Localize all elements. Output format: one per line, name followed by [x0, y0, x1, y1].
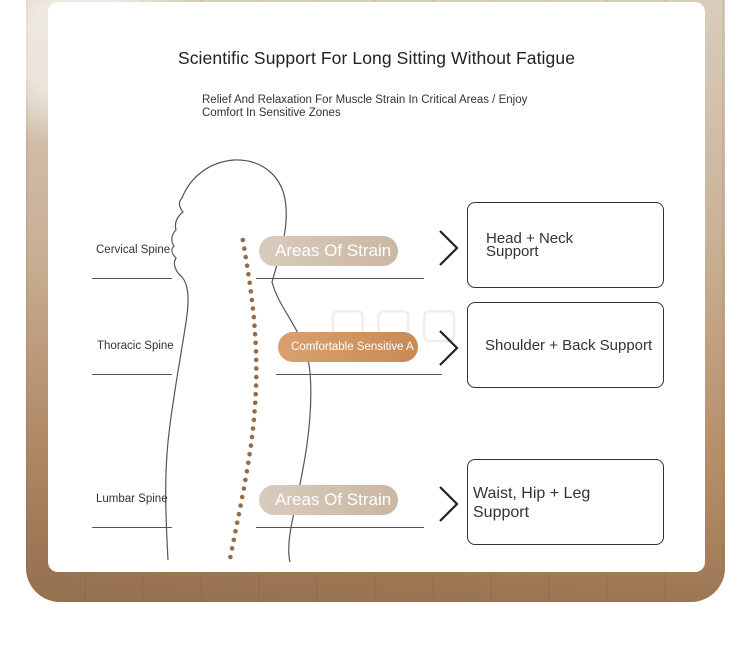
- cervical-spine-label: Cervical Spine: [96, 244, 171, 256]
- vertebra-dot: [244, 469, 250, 474]
- vertebra-dot: [246, 460, 251, 466]
- lumbar-spine-label: Lumbar Spine: [96, 493, 168, 505]
- page-title: Scientific Support For Long Sitting With…: [177, 48, 576, 68]
- vertebra-dot: [247, 280, 252, 286]
- chevron-right-icon: [439, 230, 459, 266]
- vertebra-dot: [233, 529, 238, 534]
- vertebra-dot: [242, 246, 247, 251]
- thoracic-underline: [92, 374, 172, 375]
- strain-tag-top: Areas Of Strain: [259, 236, 398, 266]
- vertebra-dot: [253, 349, 259, 354]
- vertebra-dot: [247, 451, 252, 457]
- page-subtitle: Relief And Relaxation For Muscle Strain …: [202, 94, 528, 119]
- lumbar-underline: [92, 527, 172, 528]
- vertebra-dot: [239, 494, 245, 500]
- vertebra-dot: [251, 314, 257, 320]
- shoulder-back-support-label: Shoulder + Back Support: [485, 337, 653, 354]
- vertebra-dot: [254, 366, 259, 371]
- vertebra-dot: [254, 374, 259, 380]
- vertebra-dot: [251, 417, 257, 423]
- vertebra-dot: [241, 486, 247, 491]
- vertebra-dot: [236, 511, 242, 517]
- vertebra-dot: [253, 391, 258, 397]
- thoracic-spine-label: Thoracic Spine: [97, 340, 174, 352]
- vertebra-dot: [253, 383, 259, 388]
- comfort-middle-underline: [276, 374, 442, 375]
- info-card: Scientific Support For Long Sitting With…: [48, 2, 705, 572]
- waist-hip-leg-support-label: Waist, Hip + Leg Support: [473, 485, 591, 521]
- vertebra-dot: [249, 297, 255, 303]
- strain-bottom-underline: [256, 527, 424, 528]
- waist-hip-leg-support-box: Waist, Hip + Leg Support: [467, 459, 664, 545]
- vertebra-dot: [250, 426, 256, 431]
- vertebra-dot: [248, 443, 254, 448]
- chevron-right-icon: [439, 486, 459, 522]
- vertebra-dot: [252, 400, 258, 406]
- shoulder-back-support-box: Shoulder + Back Support: [467, 302, 664, 388]
- vertebra-dot: [248, 289, 254, 294]
- vertebra-dot: [252, 331, 258, 337]
- vertebra-dot: [253, 340, 258, 346]
- vertebra-dot: [252, 409, 257, 414]
- comfort-tag-middle: Comfortable Sensitive A: [278, 332, 418, 362]
- vertebra-dot: [244, 263, 250, 269]
- vertebra-dot: [240, 237, 246, 243]
- head-neck-support-box: Head + Neck Support: [467, 202, 664, 288]
- human-silhouette-icon: [165, 159, 312, 563]
- vertebra-dot: [231, 537, 237, 543]
- vertebra-dot: [243, 477, 248, 483]
- chevron-right-icon: [439, 330, 459, 366]
- vertebra-dot: [238, 503, 243, 508]
- vertebra-dot: [249, 434, 255, 440]
- strain-top-underline: [256, 278, 424, 279]
- vertebra-dot: [253, 357, 259, 363]
- vertebra-dot: [234, 520, 240, 525]
- vertebra-dot: [229, 546, 235, 551]
- cervical-underline: [92, 278, 172, 279]
- vertebra-dot: [243, 254, 248, 260]
- head-neck-support-label: Head + Neck Support: [486, 230, 574, 260]
- vertebra-dot: [250, 306, 256, 311]
- strain-tag-bottom: Areas Of Strain: [259, 485, 398, 515]
- spine-dots-icon: [228, 237, 259, 560]
- vertebra-dot: [228, 554, 233, 560]
- vertebra-dot: [246, 272, 251, 277]
- vertebra-dot: [252, 323, 257, 329]
